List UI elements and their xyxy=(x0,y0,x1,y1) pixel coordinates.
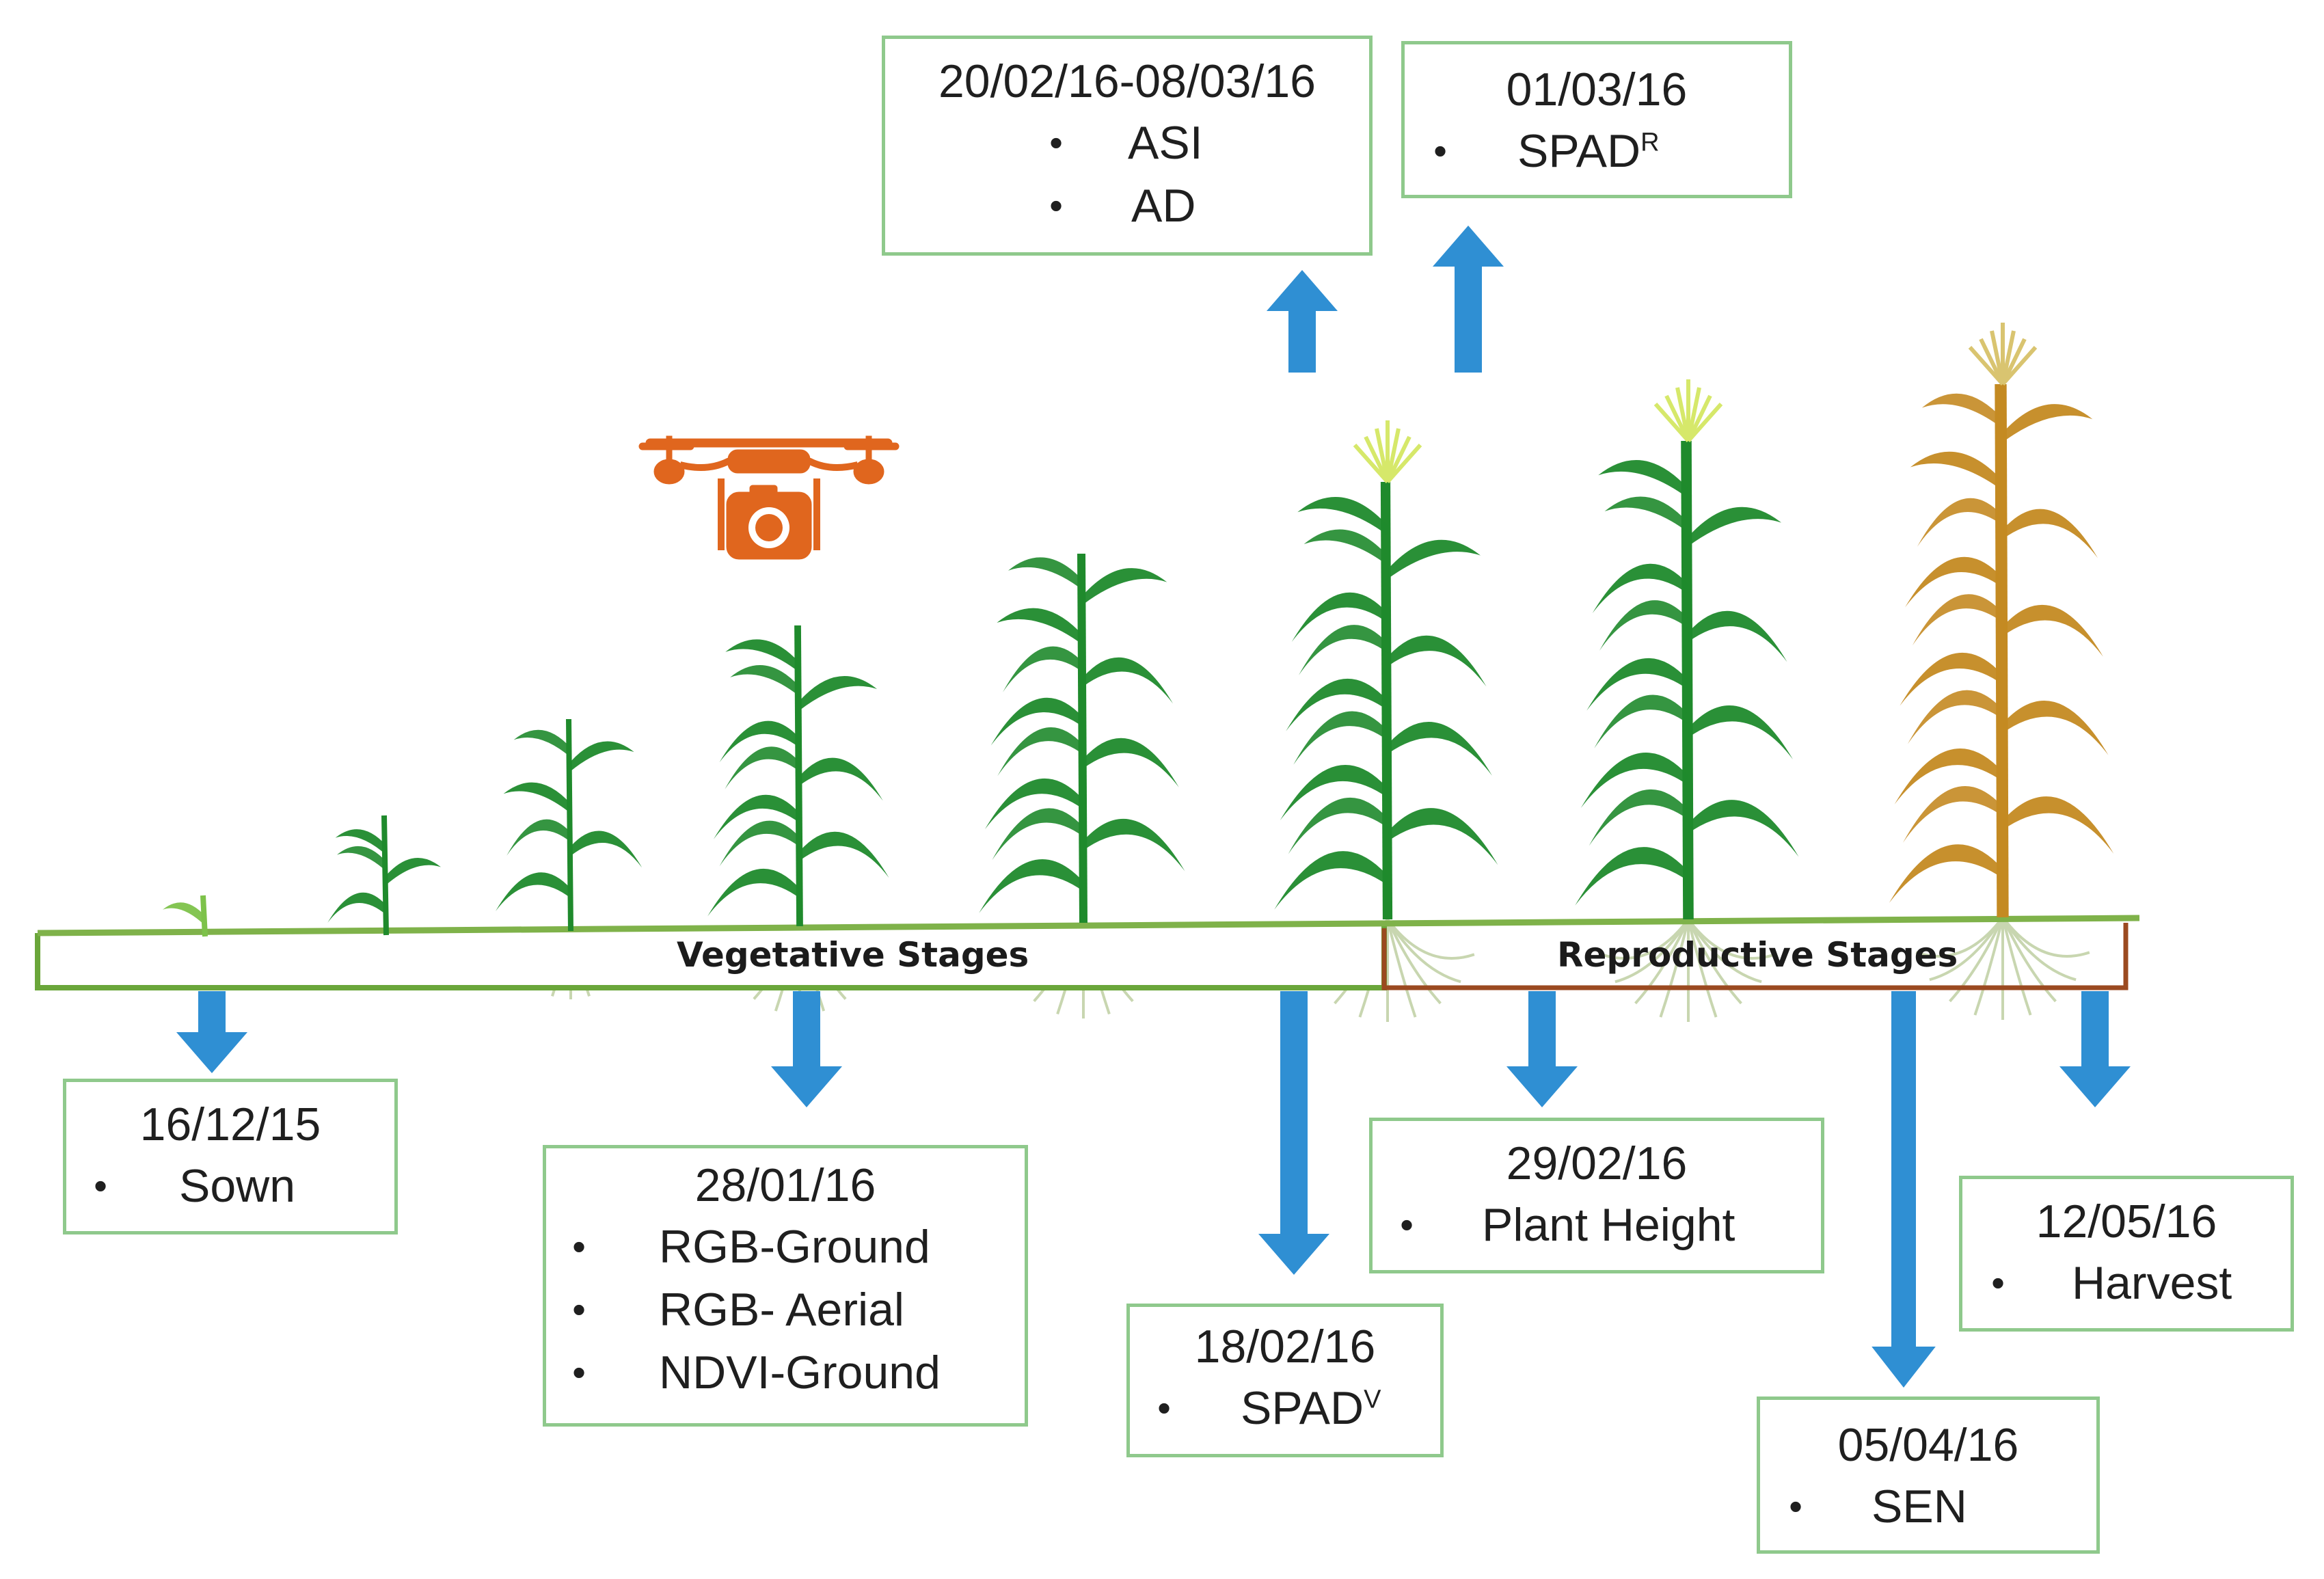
maize-plant-7 xyxy=(1575,379,1799,920)
vegetative-stages-label: Vegetative Stages xyxy=(677,935,1029,975)
event-item: • SEN xyxy=(1760,1475,2096,1538)
arrow-senescence xyxy=(1872,991,1936,1388)
event-item-label: Harvest xyxy=(2072,1257,2232,1309)
event-item-label: Plant Height xyxy=(1482,1199,1735,1251)
superscript: R xyxy=(1640,128,1660,157)
event-item: • RGB- Aerial xyxy=(546,1278,1025,1341)
arrow-spad-r xyxy=(1433,226,1504,373)
maize-plant-5 xyxy=(979,553,1185,923)
bullet-icon: • xyxy=(94,1164,107,1207)
arrow-harvest xyxy=(2059,991,2131,1107)
event-date: 05/04/16 xyxy=(1837,1419,2019,1471)
event-item-label: NDVI-Ground xyxy=(659,1347,941,1399)
maize-plant-2 xyxy=(327,815,442,936)
maize-plants xyxy=(163,323,2114,937)
bullet-icon: • xyxy=(1400,1203,1414,1246)
event-item: • Plant Height xyxy=(1373,1193,1821,1256)
arrow-spad-v xyxy=(1258,991,1329,1275)
arrow-imaging xyxy=(771,991,842,1107)
event-item-label: SPADV xyxy=(1241,1382,1381,1434)
event-box-asi-ad: 20/02/16-08/03/16 • ASI • AD xyxy=(882,36,1373,256)
event-date: 16/12/15 xyxy=(139,1098,321,1150)
event-item: • AD xyxy=(885,174,1369,237)
event-item: • Harvest xyxy=(1962,1252,2291,1314)
maize-plant-1 xyxy=(163,895,208,937)
event-item: • Sown xyxy=(66,1155,394,1217)
drone-camera-icon xyxy=(638,435,900,560)
bullet-icon: • xyxy=(1049,121,1063,164)
arrow-asi-ad xyxy=(1267,270,1338,373)
bullet-icon: • xyxy=(572,1288,586,1331)
maize-plant-3 xyxy=(495,718,643,932)
event-box-senescence: 05/04/16 • SEN xyxy=(1757,1396,2100,1554)
reproductive-stages-label: Reproductive Stages xyxy=(1557,935,1958,975)
event-date: 20/02/16-08/03/16 xyxy=(938,55,1316,107)
event-box-spad-v: 18/02/16 • SPADV xyxy=(1126,1304,1444,1457)
event-item: • SPADV xyxy=(1130,1377,1440,1440)
bullet-icon: • xyxy=(1157,1386,1171,1429)
arrow-sown xyxy=(176,991,247,1073)
event-box-plant-height: 29/02/16 • Plant Height xyxy=(1369,1118,1824,1273)
event-item-label: RGB-Ground xyxy=(659,1221,930,1273)
event-item-label: SPADR xyxy=(1517,125,1660,177)
event-date: 12/05/16 xyxy=(2036,1196,2217,1247)
event-item: • NDVI-Ground xyxy=(546,1341,1025,1404)
event-box-imaging: 28/01/16 • RGB-Ground • RGB- Aerial • ND… xyxy=(543,1145,1028,1427)
bullet-icon: • xyxy=(1789,1485,1802,1528)
event-box-harvest: 12/05/16 • Harvest xyxy=(1959,1176,2294,1332)
bullet-icon: • xyxy=(1433,129,1447,172)
bullet-icon: • xyxy=(1049,184,1063,227)
maize-plant-6 xyxy=(1274,420,1498,920)
event-date: 28/01/16 xyxy=(694,1159,876,1211)
roots xyxy=(1601,918,1776,1022)
superscript: V xyxy=(1364,1385,1381,1414)
event-item: • ASI xyxy=(885,111,1369,174)
maize-plant-8 xyxy=(1889,323,2114,918)
reproductive-stage-bar xyxy=(1381,923,2129,990)
event-item-label: AD xyxy=(1131,180,1196,232)
event-item: • RGB-Ground xyxy=(546,1215,1025,1278)
bullet-icon: • xyxy=(572,1225,586,1268)
event-item-label: SEN xyxy=(1872,1481,1967,1533)
bullet-icon: • xyxy=(1991,1261,2005,1304)
event-arrows xyxy=(176,226,2131,1388)
event-box-spad-r: 01/03/16 • SPADR xyxy=(1401,41,1792,198)
bullet-icon: • xyxy=(572,1351,586,1394)
event-date: 01/03/16 xyxy=(1506,64,1688,116)
event-item-label: Sown xyxy=(179,1160,296,1212)
event-item-label: ASI xyxy=(1128,117,1203,169)
event-date: 18/02/16 xyxy=(1194,1321,1376,1373)
event-date: 29/02/16 xyxy=(1506,1137,1688,1189)
arrow-plant-height xyxy=(1506,991,1578,1107)
maize-plant-4 xyxy=(707,625,889,927)
event-item-label: RGB- Aerial xyxy=(659,1284,904,1336)
event-item: • SPADR xyxy=(1405,120,1789,183)
event-box-sown: 16/12/15 • Sown xyxy=(63,1079,398,1234)
roots xyxy=(1915,916,2090,1020)
